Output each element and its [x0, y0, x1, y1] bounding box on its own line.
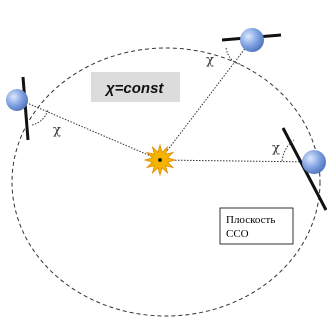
sun-icon: [143, 143, 177, 177]
legend-box: [219, 207, 294, 245]
sun-line-right: [159, 159, 315, 163]
legend-line1: Плоскость: [226, 214, 275, 226]
angle-label-top: χ: [206, 53, 214, 68]
ssо-plane-legend: Плоскость ССО: [219, 207, 294, 245]
satellite-top: χ: [206, 28, 282, 68]
orbit-ellipse: [11, 47, 321, 317]
satellite-right-body: [302, 150, 326, 174]
satellite-top-body: [240, 28, 264, 52]
sun-line-left: [19, 99, 161, 161]
angle-arc-top: [225, 47, 241, 65]
angle-label-right: χ: [272, 141, 280, 156]
angle-arc-right: [281, 139, 295, 162]
formula-box: [91, 72, 180, 102]
formula-text: χ=const: [104, 80, 164, 97]
sun-line-top: [159, 41, 251, 161]
legend-line2: ССО: [226, 228, 249, 240]
angle-label-left: χ: [53, 123, 61, 138]
satellite-right: χ: [272, 127, 327, 211]
satellite-left: χ: [6, 76, 61, 141]
satellite-left-body: [6, 89, 28, 111]
